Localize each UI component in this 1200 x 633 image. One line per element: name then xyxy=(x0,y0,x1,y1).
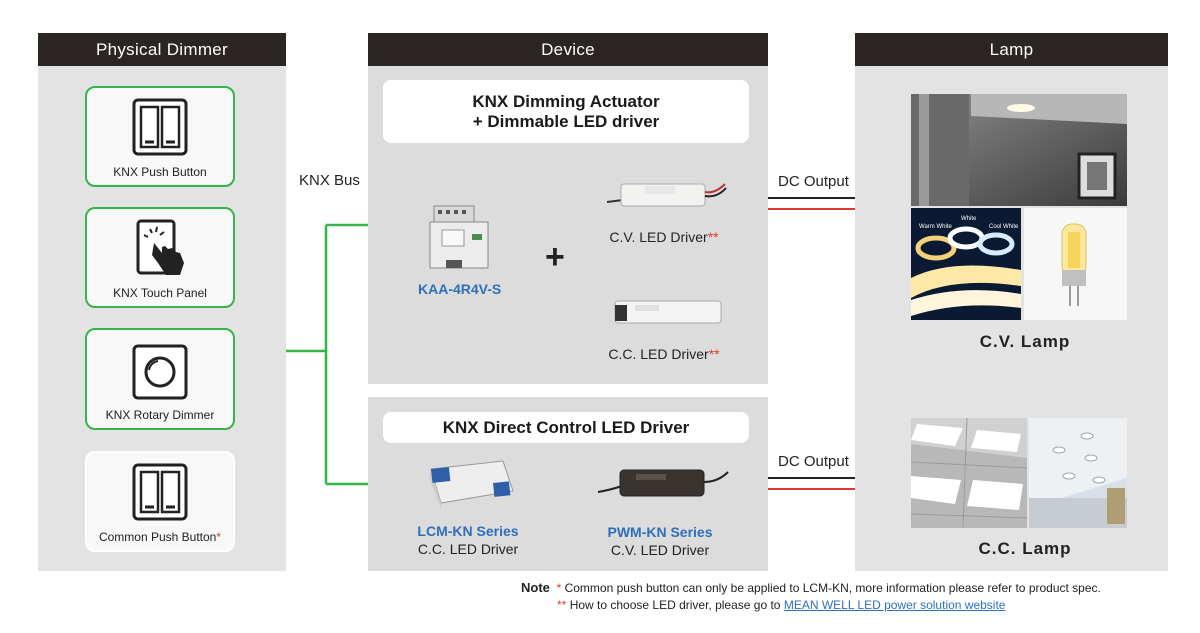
rotary-knob-icon xyxy=(132,344,188,400)
device-header: Device xyxy=(368,33,768,66)
white-tag: White xyxy=(961,216,977,222)
lcm-kn-driver-image xyxy=(429,460,514,509)
cc-led-driver-label: C.C. LED Driver** xyxy=(596,346,732,362)
lcm-kn-series-name: LCM-KN Series xyxy=(417,523,519,539)
lamp-header: Lamp xyxy=(855,33,1168,66)
note-text-1: Common push button can only be applied t… xyxy=(564,581,1101,595)
lcm-kn-series-label: LCM-KN Series C.C. LED Driver xyxy=(398,523,538,557)
actuator-title-box: KNX Dimming Actuator + Dimmable LED driv… xyxy=(383,80,749,143)
note-line-1: Note * Common push button can only be ap… xyxy=(521,580,1101,595)
knx-rotary-dimmer-label: KNX Rotary Dimmer xyxy=(105,408,215,422)
common-push-button-card[interactable]: Common Push Button* xyxy=(85,451,235,552)
cv-led-driver-image xyxy=(606,183,727,207)
actuator-title-line2: + Dimmable LED driver xyxy=(472,112,660,131)
knx-push-button-card[interactable]: KNX Push Button xyxy=(85,86,235,187)
pwm-kn-driver-image xyxy=(597,469,729,497)
knx-touch-panel-label: KNX Touch Panel xyxy=(113,286,207,300)
cc-lamp-label: C.C. Lamp xyxy=(978,539,1072,558)
common-push-button-label: Common Push Button* xyxy=(87,530,233,544)
ceiling-panel-photo xyxy=(911,418,1027,528)
dc-output-label-top: DC Output xyxy=(778,173,849,190)
double-rocker-switch-icon xyxy=(132,98,188,156)
recessed-downlight-photo xyxy=(1029,418,1127,528)
cool-white-tag: Cool White xyxy=(989,224,1019,230)
physical-dimmer-header: Physical Dimmer xyxy=(38,33,286,66)
double-asterisk-mark: ** xyxy=(708,346,720,362)
cc-led-driver-image xyxy=(614,300,722,324)
knx-rotary-dimmer-card[interactable]: KNX Rotary Dimmer xyxy=(85,328,235,430)
note-text-2: How to choose LED driver, please go to xyxy=(569,598,781,612)
double-rocker-switch-icon xyxy=(132,463,188,521)
double-asterisk-mark: ** xyxy=(707,229,719,245)
knx-bus-label: KNX Bus xyxy=(299,172,360,189)
note-line-2: ** How to choose LED driver, please go t… xyxy=(557,598,1005,612)
knx-touch-panel-card[interactable]: KNX Touch Panel xyxy=(85,207,235,308)
asterisk-mark: * xyxy=(216,530,222,544)
knx-bus-lines xyxy=(286,223,370,486)
common-push-button-text: Common Push Button xyxy=(98,530,217,544)
ceiling-downlight-photo xyxy=(911,94,1127,206)
led-strip-photo: Warm White White Cool White xyxy=(911,208,1021,320)
cc-led-driver-text: C.C. LED Driver xyxy=(608,346,709,362)
pwm-kn-series-name: PWM-KN Series xyxy=(607,524,713,540)
cv-lamp-label: C.V. Lamp xyxy=(979,332,1071,351)
note-mark-2: ** xyxy=(557,598,567,612)
dc-output-lines-top xyxy=(768,197,855,210)
warm-white-tag: Warm White xyxy=(919,224,952,230)
pwm-kn-series-label: PWM-KN Series C.V. LED Driver xyxy=(590,524,730,558)
note-heading: Note xyxy=(521,580,550,595)
cv-led-driver-label: C.V. LED Driver** xyxy=(596,229,732,245)
plus-sign: + xyxy=(545,238,565,276)
actuator-model-label: KAA-4R4V-S xyxy=(418,281,502,297)
lcm-kn-type: C.C. LED Driver xyxy=(417,541,519,557)
g4-bulb-photo xyxy=(1024,208,1127,320)
cv-led-driver-text: C.V. LED Driver xyxy=(609,229,708,245)
mean-well-website-link[interactable]: MEAN WELL LED power solution website xyxy=(783,598,1006,612)
knx-push-button-label: KNX Push Button xyxy=(113,165,207,179)
note-mark-1: * xyxy=(556,581,562,595)
pwm-kn-type: C.V. LED Driver xyxy=(610,542,710,558)
direct-control-title: KNX Direct Control LED Driver xyxy=(383,412,749,443)
dc-output-label-bottom: DC Output xyxy=(778,453,849,470)
din-rail-actuator-image xyxy=(429,205,489,269)
dc-output-lines-bottom xyxy=(768,477,855,490)
actuator-title-line1: KNX Dimming Actuator xyxy=(472,92,660,111)
touch-panel-icon xyxy=(136,219,184,275)
